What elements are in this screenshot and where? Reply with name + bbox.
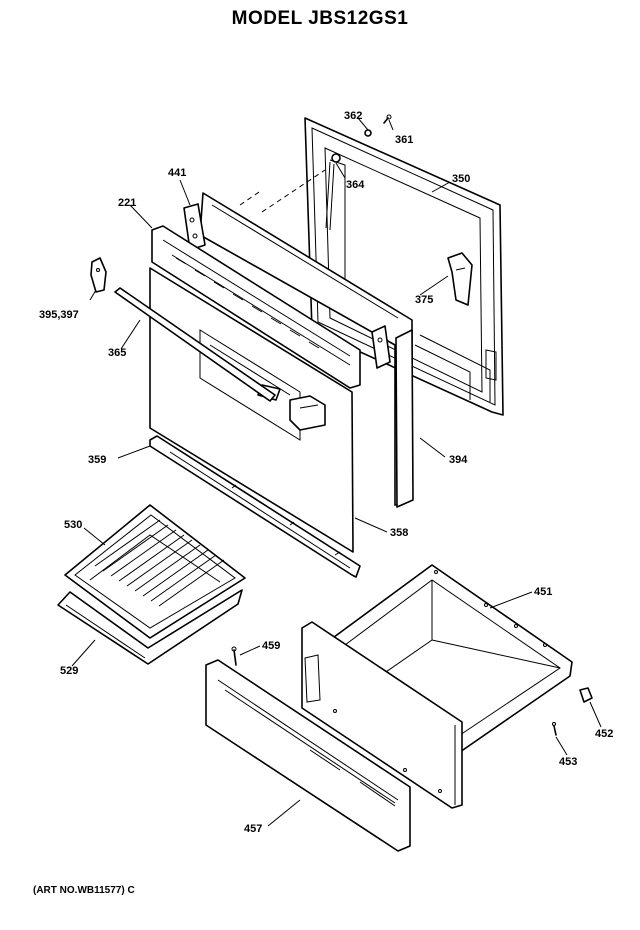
art-number: (ART NO.WB11577) C <box>33 885 135 896</box>
callout-453: 453 <box>559 756 577 768</box>
callout-364: 364 <box>346 179 365 191</box>
callout-359: 359 <box>88 454 106 466</box>
broiler-grid-530 <box>64 504 246 639</box>
callout-362: 362 <box>344 110 362 122</box>
side-rail-394 <box>395 329 414 508</box>
callout-labels: 362 361 364 350 441 221 395,397 375 365 … <box>39 110 613 835</box>
screw-459 <box>231 646 237 666</box>
vent-trim-221 <box>151 225 361 389</box>
door-handle-365 <box>114 287 276 402</box>
callout-365: 365 <box>108 347 126 359</box>
callout-394: 394 <box>449 454 468 466</box>
leader-lines <box>71 117 602 827</box>
callout-221: 221 <box>118 197 136 209</box>
callout-452: 452 <box>595 728 613 740</box>
glide-452 <box>579 687 593 703</box>
callout-451: 451 <box>534 586 552 598</box>
right-hinge <box>371 325 391 369</box>
callout-459: 459 <box>262 640 280 652</box>
screw-453 <box>552 722 557 736</box>
hinge-hardware <box>325 114 392 231</box>
callout-361: 361 <box>395 134 413 146</box>
clip-395-397 <box>90 257 107 293</box>
callout-530: 530 <box>64 519 82 531</box>
door-latch <box>289 395 326 431</box>
handle-bracket-375 <box>447 252 473 306</box>
callout-375: 375 <box>415 294 433 306</box>
callout-395-397: 395,397 <box>39 309 79 321</box>
drawer-front-457 <box>205 659 411 852</box>
callout-457: 457 <box>244 823 262 835</box>
broiler-pan-529 <box>57 589 243 665</box>
callout-529: 529 <box>60 665 78 677</box>
callout-358: 358 <box>390 527 408 539</box>
callout-350: 350 <box>452 173 470 185</box>
hinge-441 <box>183 203 206 251</box>
drawer-side-panel <box>301 621 463 809</box>
diagram-title: MODEL JBS12GS1 <box>231 8 409 29</box>
callout-441: 441 <box>168 167 186 179</box>
